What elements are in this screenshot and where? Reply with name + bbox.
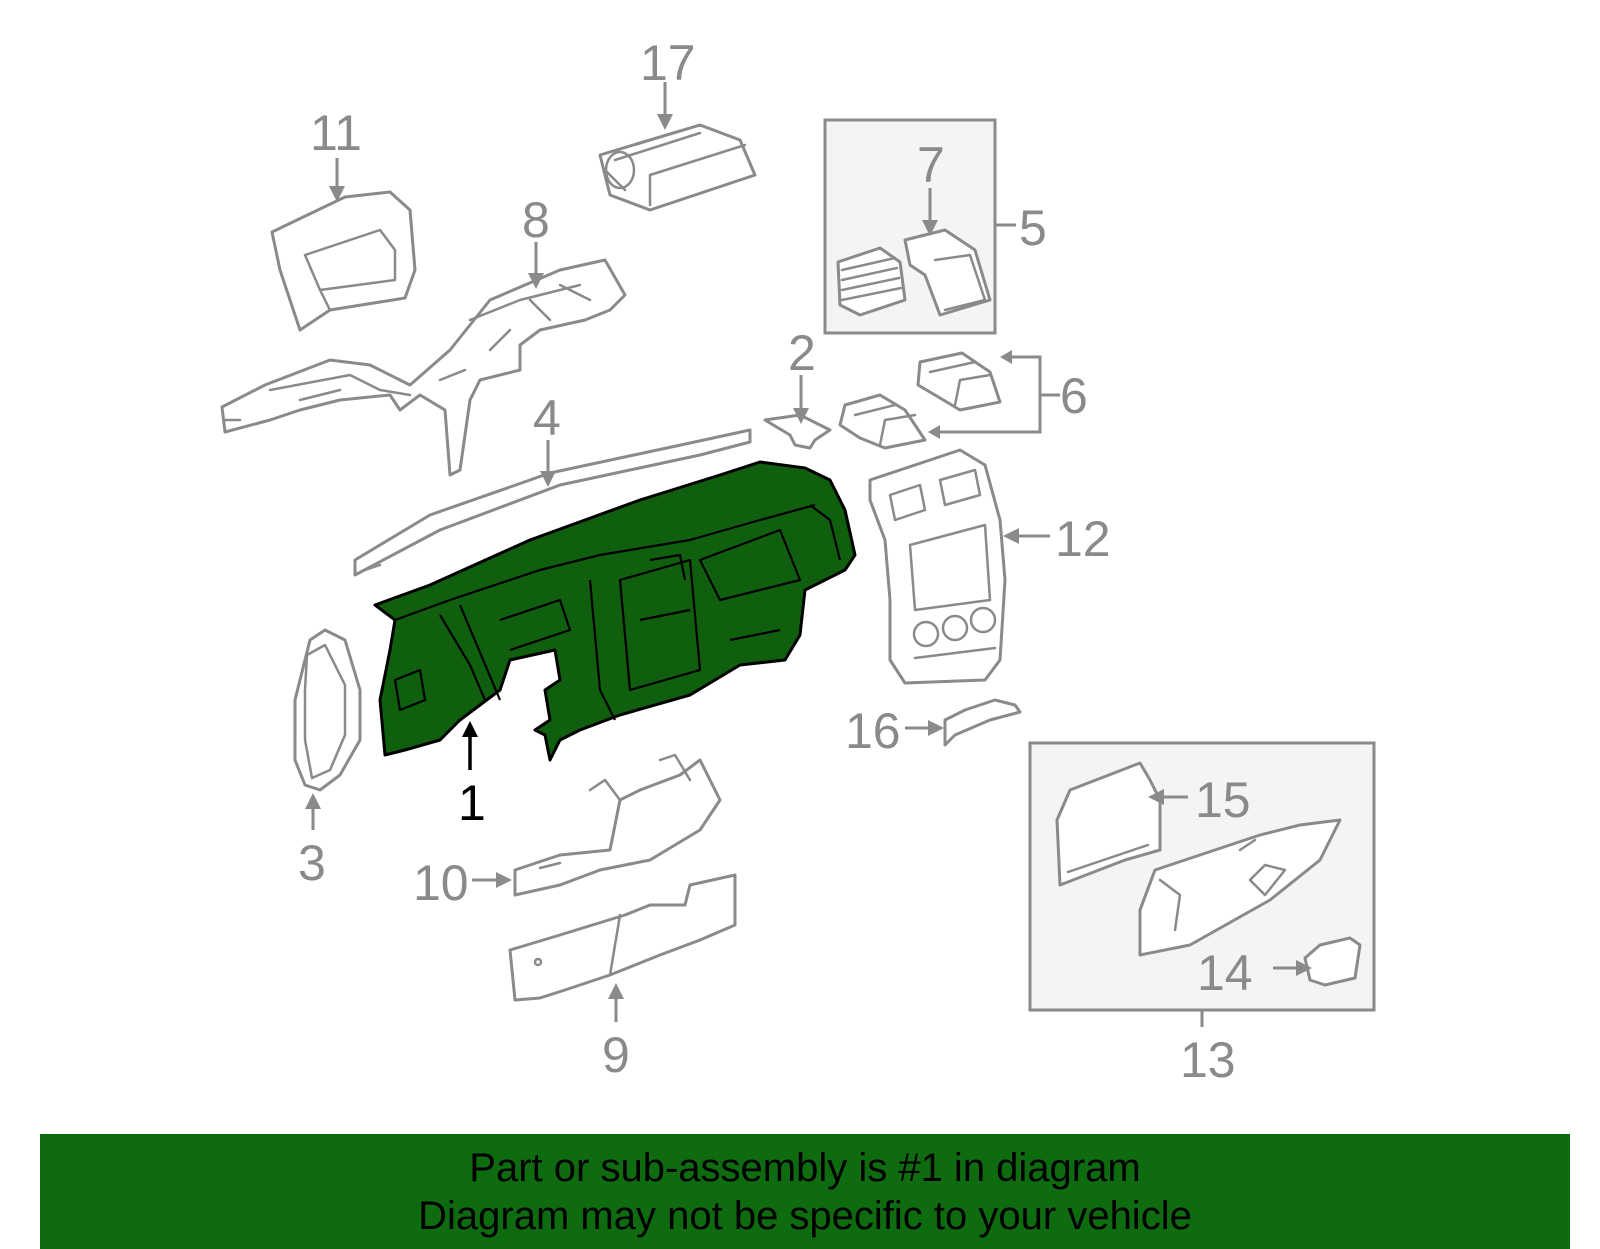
callout-1: 1 xyxy=(458,775,486,831)
callout-6-bracket xyxy=(928,350,1060,439)
part-5-center-air-outlet[interactable] xyxy=(836,246,907,317)
callout-2-arrow xyxy=(793,375,809,424)
part-15-glove-box-liner[interactable] xyxy=(1055,761,1162,887)
callout-12: 12 xyxy=(1055,511,1111,567)
callout-11-arrow xyxy=(329,158,345,202)
part-1-instrument-panel[interactable] xyxy=(373,460,857,762)
callout-5: 5 xyxy=(1019,200,1047,256)
callout-9: 9 xyxy=(602,1027,630,1083)
callout-15-arrow xyxy=(1148,789,1188,805)
callout-16: 16 xyxy=(845,703,901,759)
part-2-defroster-grille[interactable] xyxy=(763,413,832,450)
part-11-cluster-bezel[interactable] xyxy=(270,190,417,332)
part-10-knee-bolster-bracket[interactable] xyxy=(513,753,722,897)
part-14-glove-box-latch[interactable] xyxy=(1303,936,1362,987)
part-12-center-bezel[interactable] xyxy=(868,448,1007,685)
callout-14-arrow xyxy=(1273,960,1312,976)
banner-line-2: Diagram may not be specific to your vehi… xyxy=(418,1194,1192,1238)
callout-3-arrow xyxy=(305,793,321,830)
part-9-knee-bolster[interactable] xyxy=(508,873,737,1002)
callout-17: 17 xyxy=(640,35,696,91)
callout-7: 7 xyxy=(917,137,945,193)
callout-4: 4 xyxy=(533,390,561,446)
part-6-side-air-outlets[interactable] xyxy=(838,351,1002,450)
banner-line-1: Part or sub-assembly is #1 in diagram xyxy=(469,1146,1141,1190)
callout-9-arrow xyxy=(608,983,624,1022)
callout-4-arrow xyxy=(540,440,556,487)
callout-12-arrow xyxy=(1003,528,1050,544)
callout-10: 10 xyxy=(413,855,469,911)
part-3-end-cap[interactable] xyxy=(293,628,362,792)
part-13-glove-box[interactable] xyxy=(1138,818,1342,957)
part-17-passenger-airbag[interactable] xyxy=(598,123,757,212)
callout-8: 8 xyxy=(522,192,550,248)
callout-16-arrow xyxy=(905,720,944,736)
callout-17-arrow xyxy=(657,82,673,130)
info-banner: Part or sub-assembly is #1 in diagram Di… xyxy=(40,1134,1570,1249)
callout-3: 3 xyxy=(298,835,326,891)
callout-13: 13 xyxy=(1180,1032,1236,1088)
part-16-bracket[interactable] xyxy=(943,698,1022,747)
part-7-outlet-bezel[interactable] xyxy=(903,228,992,317)
callout-10-arrow xyxy=(472,872,512,888)
callout-6: 6 xyxy=(1060,368,1088,424)
callout-8-arrow xyxy=(528,242,544,289)
callout-1-arrow xyxy=(462,721,478,770)
callout-14: 14 xyxy=(1197,945,1253,1001)
callout-11: 11 xyxy=(310,105,362,161)
callout-15: 15 xyxy=(1195,772,1251,828)
callout-2: 2 xyxy=(788,325,816,381)
callout-7-arrow xyxy=(922,188,938,236)
part-8-instrument-panel-reinforcement[interactable] xyxy=(220,258,627,477)
part-4-garnish-molding[interactable] xyxy=(353,428,752,577)
